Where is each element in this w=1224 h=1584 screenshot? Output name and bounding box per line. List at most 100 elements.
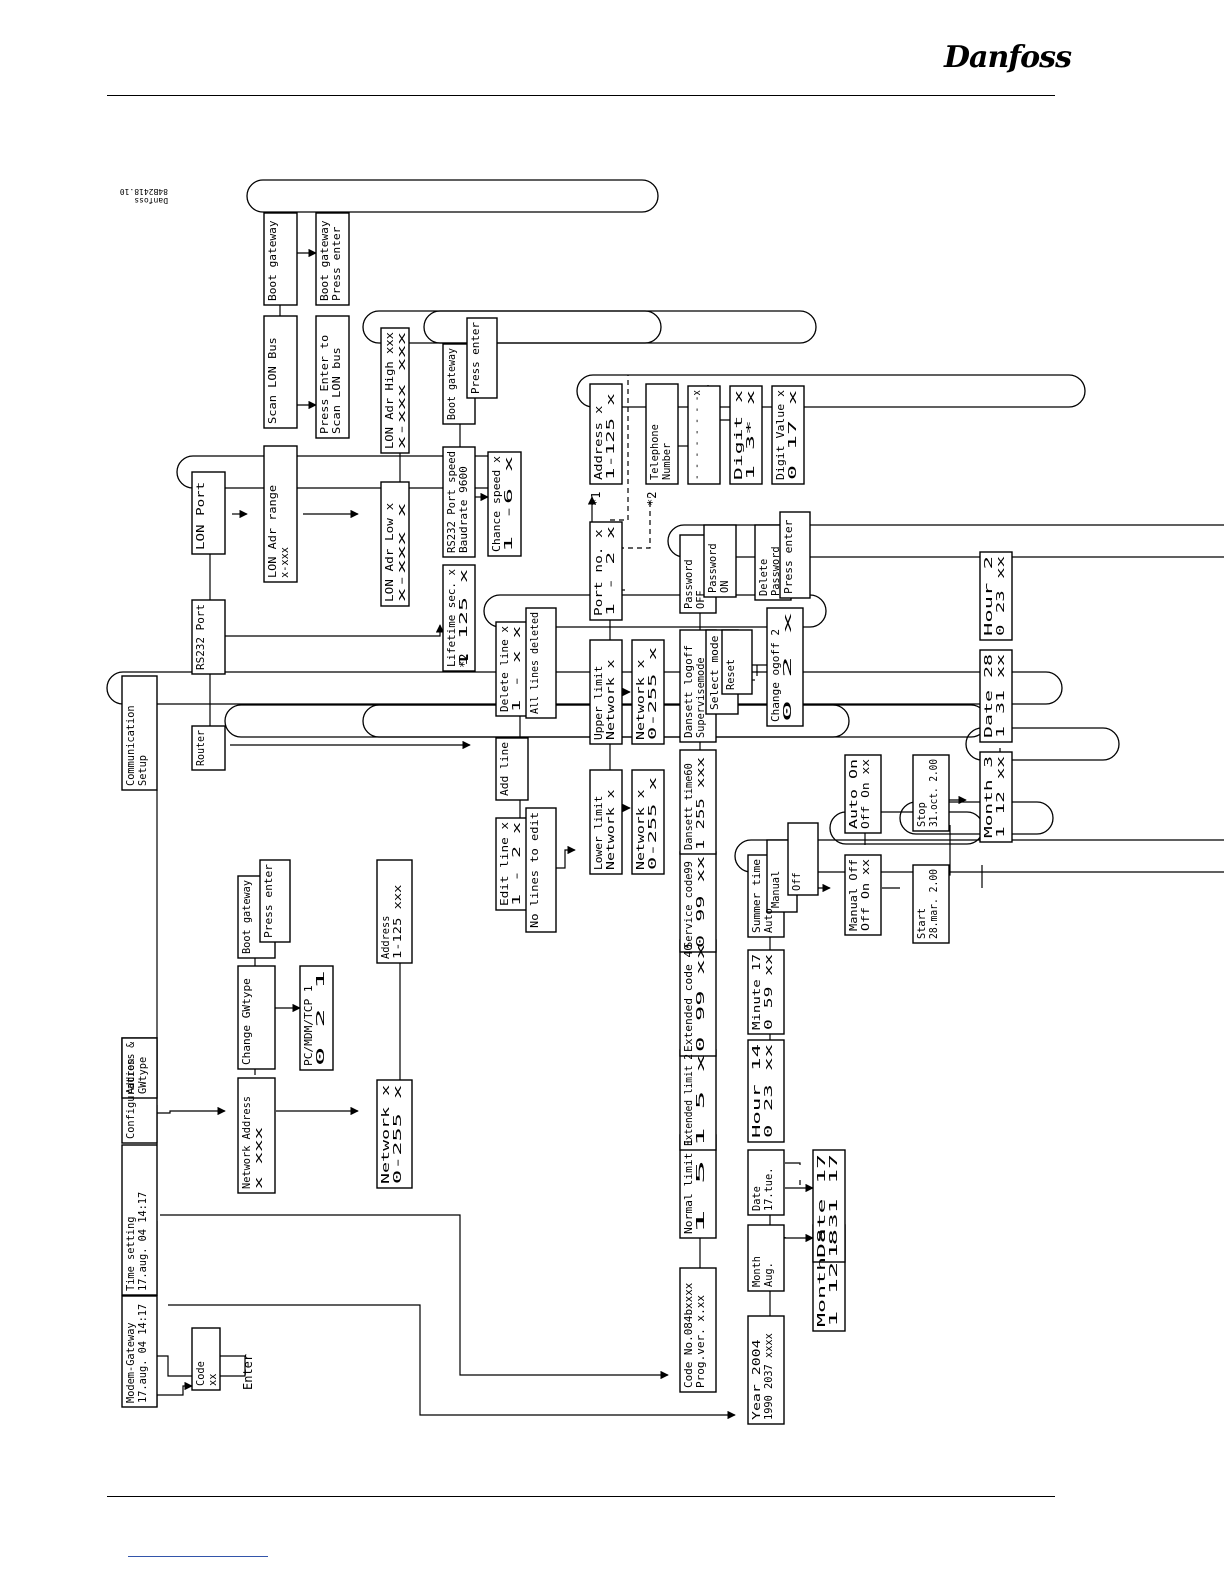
- box-label-line: Auto On: [847, 759, 860, 829]
- box-label-line: Auto: [762, 908, 775, 933]
- menu-box-all-lines-deleted: [525, 607, 557, 719]
- box-label-line: LON Adr High xxx: [383, 332, 396, 449]
- box-label-line: Configuration: [124, 1058, 137, 1139]
- box-label-line: Prog.ver. x.xx: [694, 1295, 707, 1388]
- box-label-line: 1 - 2 x: [510, 821, 523, 906]
- connector: [160, 1214, 669, 1380]
- box-label-line: Boot gateway: [240, 880, 253, 954]
- box-label-line: 17.tue.: [762, 1168, 775, 1211]
- box-label-line: 0 2 x: [781, 611, 794, 722]
- menu-box-upper-limit: [589, 639, 623, 745]
- box-label-line: 1 12 xx: [994, 755, 1007, 838]
- box-label-line: Port no. x: [592, 529, 605, 616]
- menu-box-hour: [747, 1039, 785, 1143]
- box-label-line: Supervisemode: [694, 657, 707, 738]
- menu-box-month-start-stop: [979, 751, 1013, 843]
- box-label-line: Password: [706, 543, 719, 593]
- box-label-line: 1 - 2 x: [604, 525, 617, 616]
- box-label-line: Minute 17: [750, 954, 763, 1030]
- box-label-line: x xxx: [252, 1126, 265, 1189]
- box-label-line: Network x: [634, 789, 647, 870]
- box-label-line: Boot gateway: [318, 220, 331, 301]
- box-label-line: - - - - - - - -x: [690, 390, 703, 480]
- menu-box-digit: [729, 385, 763, 485]
- menu-box-date-range: [812, 1149, 846, 1263]
- box-label-line: Address &: [124, 1042, 137, 1094]
- box-label-line: Manual Off: [847, 859, 860, 931]
- box-label-line: Off On xx: [859, 859, 872, 931]
- box-label-line: Scan LON bus: [330, 347, 343, 434]
- box-label-line: Month: [750, 1256, 763, 1287]
- menu-box-change-ogoff: [766, 607, 804, 727]
- box-label-line: 17.aug. 04 14:17: [136, 1304, 149, 1403]
- box-label-line: 1 5: [694, 1160, 707, 1234]
- menu-box-month: [747, 1224, 785, 1292]
- box-label-line: Delete: [757, 559, 770, 596]
- group-summer-time-period: [899, 801, 1054, 835]
- menu-box-reset: [721, 629, 753, 695]
- box-label-line: Press enter: [262, 864, 275, 938]
- box-label-line: x-xxx x: [395, 502, 408, 602]
- menu-box-network: [376, 1079, 413, 1189]
- menu-box-change-gwtype: [237, 965, 276, 1070]
- box-label-line: Network Address: [240, 1096, 253, 1189]
- group-configuration: [667, 524, 1224, 558]
- box-label-line: Network x: [634, 659, 647, 740]
- box-label-line: 1 31 17: [827, 1154, 840, 1258]
- box-label-line: Code: [194, 1361, 207, 1386]
- menu-box-lon-adr-low: [380, 481, 410, 607]
- box-label-line: Press Enter to: [318, 335, 331, 434]
- group-time-setting: [734, 839, 1224, 873]
- menu-box-auto-on: [844, 754, 882, 834]
- menu-box-manual-off: [844, 854, 882, 936]
- menu-box-stop: [912, 754, 950, 832]
- box-label-line: Setup: [136, 755, 149, 786]
- box-label-line: PC/MDM/TCP 1: [302, 985, 315, 1066]
- header-rule: [107, 95, 1055, 96]
- menu-box-lon-port: [191, 471, 226, 555]
- connector: [785, 1162, 801, 1165]
- box-label-line: LON Adr range: [266, 485, 279, 578]
- menu-box-minute: [747, 949, 785, 1035]
- box-label-line: 1 -6 x: [502, 455, 515, 552]
- box-label-line: Summer time: [750, 859, 763, 933]
- menu-box-off: [787, 822, 819, 896]
- menu-box-address-gwtype: [121, 1037, 158, 1099]
- box-label-line: 1 3* x: [744, 389, 757, 480]
- box-label-line: Change ogoff 2: [769, 629, 782, 722]
- box-label-line: Reset: [724, 659, 737, 690]
- menu-box-router-address: [589, 383, 623, 485]
- box-label-line: Delete line x: [498, 626, 511, 712]
- group-summer-time-start-stop: [965, 727, 1120, 761]
- box-label-line: Network x: [604, 659, 617, 740]
- box-label-line: Scan LON Bus: [266, 337, 279, 424]
- box-label-line: x-xxx: [278, 547, 291, 578]
- box-label-line: 31.oct. 2.00: [927, 759, 940, 827]
- menu-box-press-enter-password: [779, 511, 811, 599]
- menu-box-press-enter: [259, 859, 291, 943]
- box-label-line: Boot gateway: [445, 348, 458, 420]
- diagram-boxes: [121, 212, 1013, 1425]
- box-label-line: No lines to edit: [528, 812, 541, 928]
- box-label-line: LON Port: [194, 482, 207, 550]
- menu-box-telephone-number: [645, 383, 679, 485]
- box-label-line: 0 99 xx: [694, 943, 707, 1052]
- menu-box-chance-speed: [487, 451, 522, 557]
- box-label-line: 0 2 1: [314, 970, 327, 1066]
- menu-box-lower-limit: [589, 769, 623, 875]
- connector: [225, 624, 445, 637]
- box-label-line: 0-255 x: [646, 776, 659, 870]
- group-rs232: [423, 310, 817, 344]
- menu-box-router: [191, 725, 226, 771]
- connector: [610, 375, 629, 521]
- box-label-line: Baudrate 9600: [457, 466, 470, 553]
- box-label-line: 1 12 8: [827, 1229, 840, 1327]
- menu-box-rs232-port-speed: [442, 446, 476, 558]
- menu-box-service-code: [679, 851, 717, 953]
- box-label-line: 1 125 x: [457, 568, 470, 667]
- box-label-line: Digit x: [732, 389, 745, 480]
- box-label-line: 0 17 x: [786, 389, 799, 480]
- menu-box-lon-adr-range: [263, 445, 298, 583]
- menu-box-port-no: [589, 521, 623, 621]
